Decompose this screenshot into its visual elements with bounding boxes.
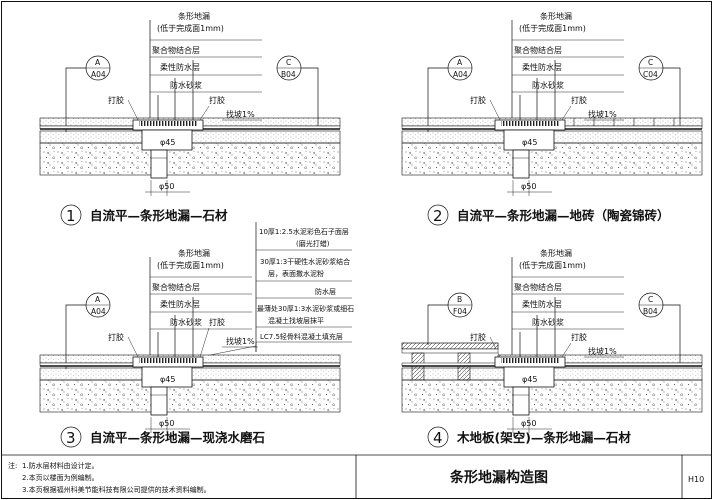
detail-3: 条形地漏 (低于完成面1mm) 聚合物结合层 柔性防水层 防水砂浆 A A04 … (39, 248, 341, 433)
callout-mortar: 防水砂浆 (170, 317, 202, 327)
caption-4: 4 木地板(架空)—条形地漏—石材 (427, 426, 631, 448)
detail-4: 条形地漏 (低于完成面1mm) 聚合物结合层 柔性防水层 防水砂浆 B F04 … (401, 248, 703, 433)
note-3: 3.本页根据福州科美节能科技有限公司提供的技术资料编制。 (22, 485, 211, 494)
layer-2-line-1: 30厚1:3干硬性水泥砂浆结合 (260, 257, 350, 266)
callout-membrane: 柔性防水层 (522, 299, 562, 309)
notes-label: 注: (8, 461, 17, 470)
callout-drain-note: (低于完成面1mm) (519, 23, 586, 33)
note-sealant-left: 打胶 (108, 95, 124, 105)
callout-drain: 条形地漏 (540, 11, 572, 21)
layer-4-line-2: 混凝土找坡层抹平 (268, 316, 324, 325)
callout-drain-note: (低于完成面1mm) (519, 260, 586, 270)
layer-2-line-2: 层，表面撒水泥粉 (268, 269, 324, 278)
dim-drain-bottom: φ50 (521, 182, 536, 191)
dim-drain-top: φ45 (160, 138, 175, 147)
page-number: H10 (688, 475, 704, 484)
ref-left-bottom: A04 (91, 307, 106, 316)
callout-bond: 聚合物结合层 (514, 282, 562, 292)
caption-1-number: 1 (66, 207, 76, 225)
note-1: 1.防水层材料由设计定。 (22, 461, 99, 470)
note-slope: 找坡1% (226, 109, 255, 119)
dim-drain-top: φ45 (522, 375, 537, 384)
callout-membrane: 柔性防水层 (160, 299, 200, 309)
note-sealant-left: 打胶 (470, 95, 486, 105)
ref-left-top: B (457, 295, 462, 304)
note-slope: 找坡1% (226, 336, 255, 346)
ref-right-bottom: C04 (643, 70, 658, 79)
ref-right-top: C (286, 58, 291, 67)
ref-left-top: A (457, 58, 463, 67)
callout-bond: 聚合物结合层 (152, 282, 200, 292)
callout-bond: 聚合物结合层 (152, 45, 200, 55)
layer-5-line-1: LC7.5轻骨料混凝土填充层 (260, 332, 343, 341)
dim-drain-top: φ45 (522, 138, 537, 147)
caption-4-text: 木地板(架空)—条形地漏—石材 (456, 430, 631, 445)
layer-table: 10厚1:2.5水泥彩色石子面层 (磨光打蜡) 30厚1:3干硬性水泥砂浆结合 … (209, 222, 354, 356)
callout-membrane: 柔性防水层 (522, 62, 562, 72)
layer-1-line-2: (磨光打蜡) (296, 239, 330, 248)
callout-mortar: 防水砂浆 (532, 317, 564, 327)
caption-1: 1 自流平—条形地漏—石材 (60, 204, 228, 226)
callout-drain: 条形地漏 (178, 248, 210, 258)
callout-drain: 条形地漏 (178, 11, 210, 21)
note-sealant-left: 打胶 (470, 332, 486, 342)
ref-left-bottom: A04 (91, 70, 106, 79)
ref-left-top: A (95, 295, 101, 304)
caption-3-text: 自流平—条形地漏—现浇水磨石 (90, 430, 265, 445)
caption-1-text: 自流平—条形地漏—石材 (90, 208, 228, 223)
dim-drain-bottom: φ50 (521, 419, 536, 428)
callout-mortar: 防水砂浆 (532, 80, 564, 90)
ref-left-bottom: A04 (453, 70, 468, 79)
notes-block: 注: 1.防水层材料由设计定。 2.本页以楼面为例编制。 3.本页根据福州科美节… (8, 461, 211, 494)
ref-right-top: C (648, 295, 653, 304)
ref-right-bottom: B04 (281, 70, 296, 79)
caption-2-text: 自流平—条形地漏—地砖（陶瓷锦砖） (457, 208, 670, 223)
note-slope: 找坡1% (588, 109, 617, 119)
ref-right-top: C (648, 58, 653, 67)
ref-left-bottom: F04 (453, 307, 467, 316)
caption-3-number: 3 (66, 429, 76, 447)
callout-mortar: 防水砂浆 (170, 80, 202, 90)
callout-drain: 条形地漏 (540, 248, 572, 258)
dim-drain-top: φ45 (160, 375, 175, 384)
note-sealant-right: 打胶 (209, 317, 225, 327)
ref-right-bottom: B04 (643, 307, 658, 316)
layer-3-line-1: 防水层 (315, 287, 336, 296)
caption-3: 3 自流平—条形地漏—现浇水磨石 (60, 426, 265, 448)
callout-membrane: 柔性防水层 (160, 62, 200, 72)
dim-drain-bottom: φ50 (159, 182, 174, 191)
note-2: 2.本页以楼面为例编制。 (22, 473, 99, 482)
callout-drain-note: (低于完成面1mm) (157, 260, 224, 270)
detail-1: 条形地漏 (低于完成面1mm) 聚合物结合层 柔性防水层 防水砂浆 A A04 … (39, 11, 341, 196)
layer-1-line-1: 10厚1:2.5水泥彩色石子面层 (259, 227, 349, 236)
ref-left-top: A (95, 58, 101, 67)
callout-drain-note: (低于完成面1mm) (157, 23, 224, 33)
sheet-title: 条形地漏构造图 (449, 469, 548, 486)
note-sealant-right: 打胶 (209, 95, 225, 105)
caption-2: 2 自流平—条形地漏—地砖（陶瓷锦砖） (427, 204, 670, 226)
note-sealant-right: 打胶 (571, 332, 587, 342)
note-sealant-right: 打胶 (571, 95, 587, 105)
note-slope: 找坡1% (588, 346, 617, 356)
caption-2-number: 2 (433, 207, 443, 225)
caption-4-number: 4 (433, 429, 443, 447)
dim-drain-bottom: φ50 (159, 419, 174, 428)
note-sealant-left: 打胶 (108, 332, 124, 342)
detail-2: 条形地漏 (低于完成面1mm) 聚合物结合层 柔性防水层 防水砂浆 A A04 … (401, 11, 703, 196)
layer-4-line-1: 最薄处30厚1:3水泥砂浆或细石 (257, 304, 354, 313)
callout-bond: 聚合物结合层 (514, 45, 562, 55)
